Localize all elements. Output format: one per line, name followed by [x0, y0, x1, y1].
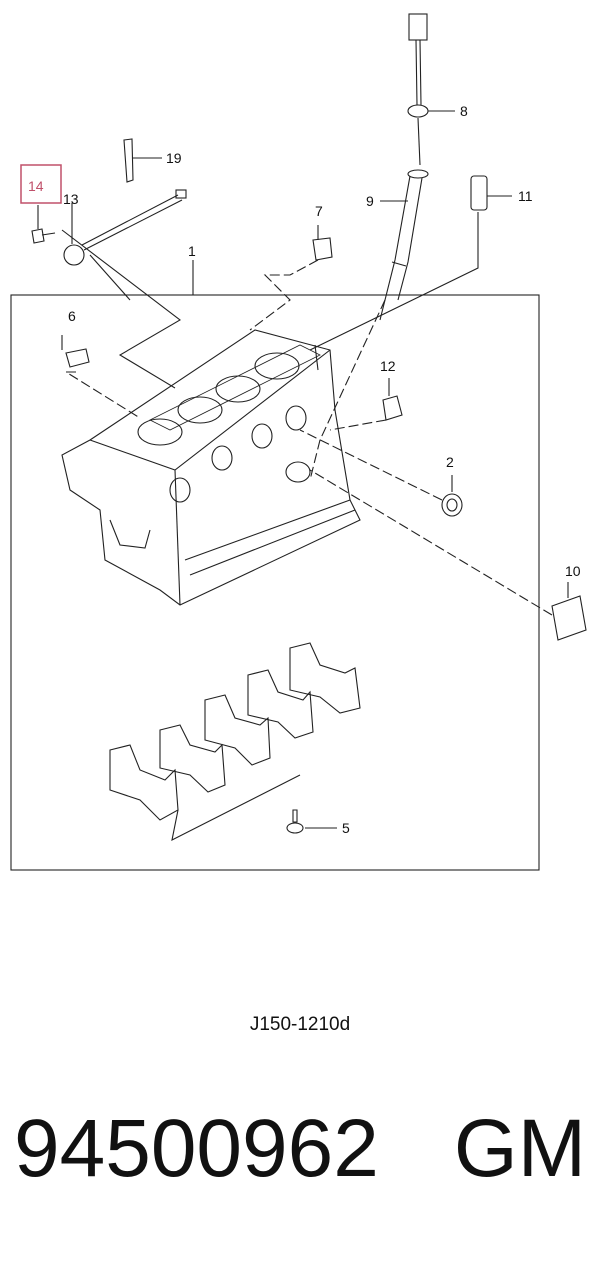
part-19-stud — [123, 138, 162, 183]
highlight-box-14 — [20, 164, 62, 204]
part-14-bolt — [31, 205, 56, 244]
callout-5: 5 — [342, 820, 350, 836]
callout-10: 10 — [565, 563, 581, 579]
callout-7: 7 — [315, 203, 323, 219]
part-6-plug — [61, 335, 141, 419]
callout-9: 9 — [366, 193, 374, 209]
callout-2: 2 — [446, 454, 454, 470]
callout-8: 8 — [460, 103, 468, 119]
bearing-caps — [109, 642, 361, 842]
part-9-tube — [309, 169, 429, 481]
part-10-pin — [309, 469, 587, 641]
engine-block — [61, 329, 361, 606]
assembly-frame — [10, 294, 540, 871]
part-12-plug — [329, 378, 403, 431]
part-number: 94500962 — [14, 1103, 379, 1194]
diagram-code: J150-1210d — [249, 1014, 351, 1035]
leader-1-lines — [61, 229, 181, 389]
engine-block-exploded-diagram: 1 2 5 6 7 8 9 10 11 12 13 14 19 — [10, 13, 587, 871]
callout-12: 12 — [380, 358, 396, 374]
part-8-dipstick — [407, 13, 455, 166]
callout-13: 13 — [63, 191, 79, 207]
part-5-bolt — [286, 809, 337, 834]
callout-1: 1 — [188, 243, 196, 259]
part-7-plug — [249, 225, 333, 331]
callout-19: 19 — [166, 150, 182, 166]
callout-14: 14 — [28, 178, 44, 194]
part-2-seal — [299, 429, 463, 517]
callout-6: 6 — [68, 308, 76, 324]
callout-11: 11 — [518, 188, 533, 204]
part-11-sleeve — [309, 175, 512, 351]
brand: GM — [453, 1103, 586, 1194]
part-13-knock-sensor — [63, 189, 187, 266]
